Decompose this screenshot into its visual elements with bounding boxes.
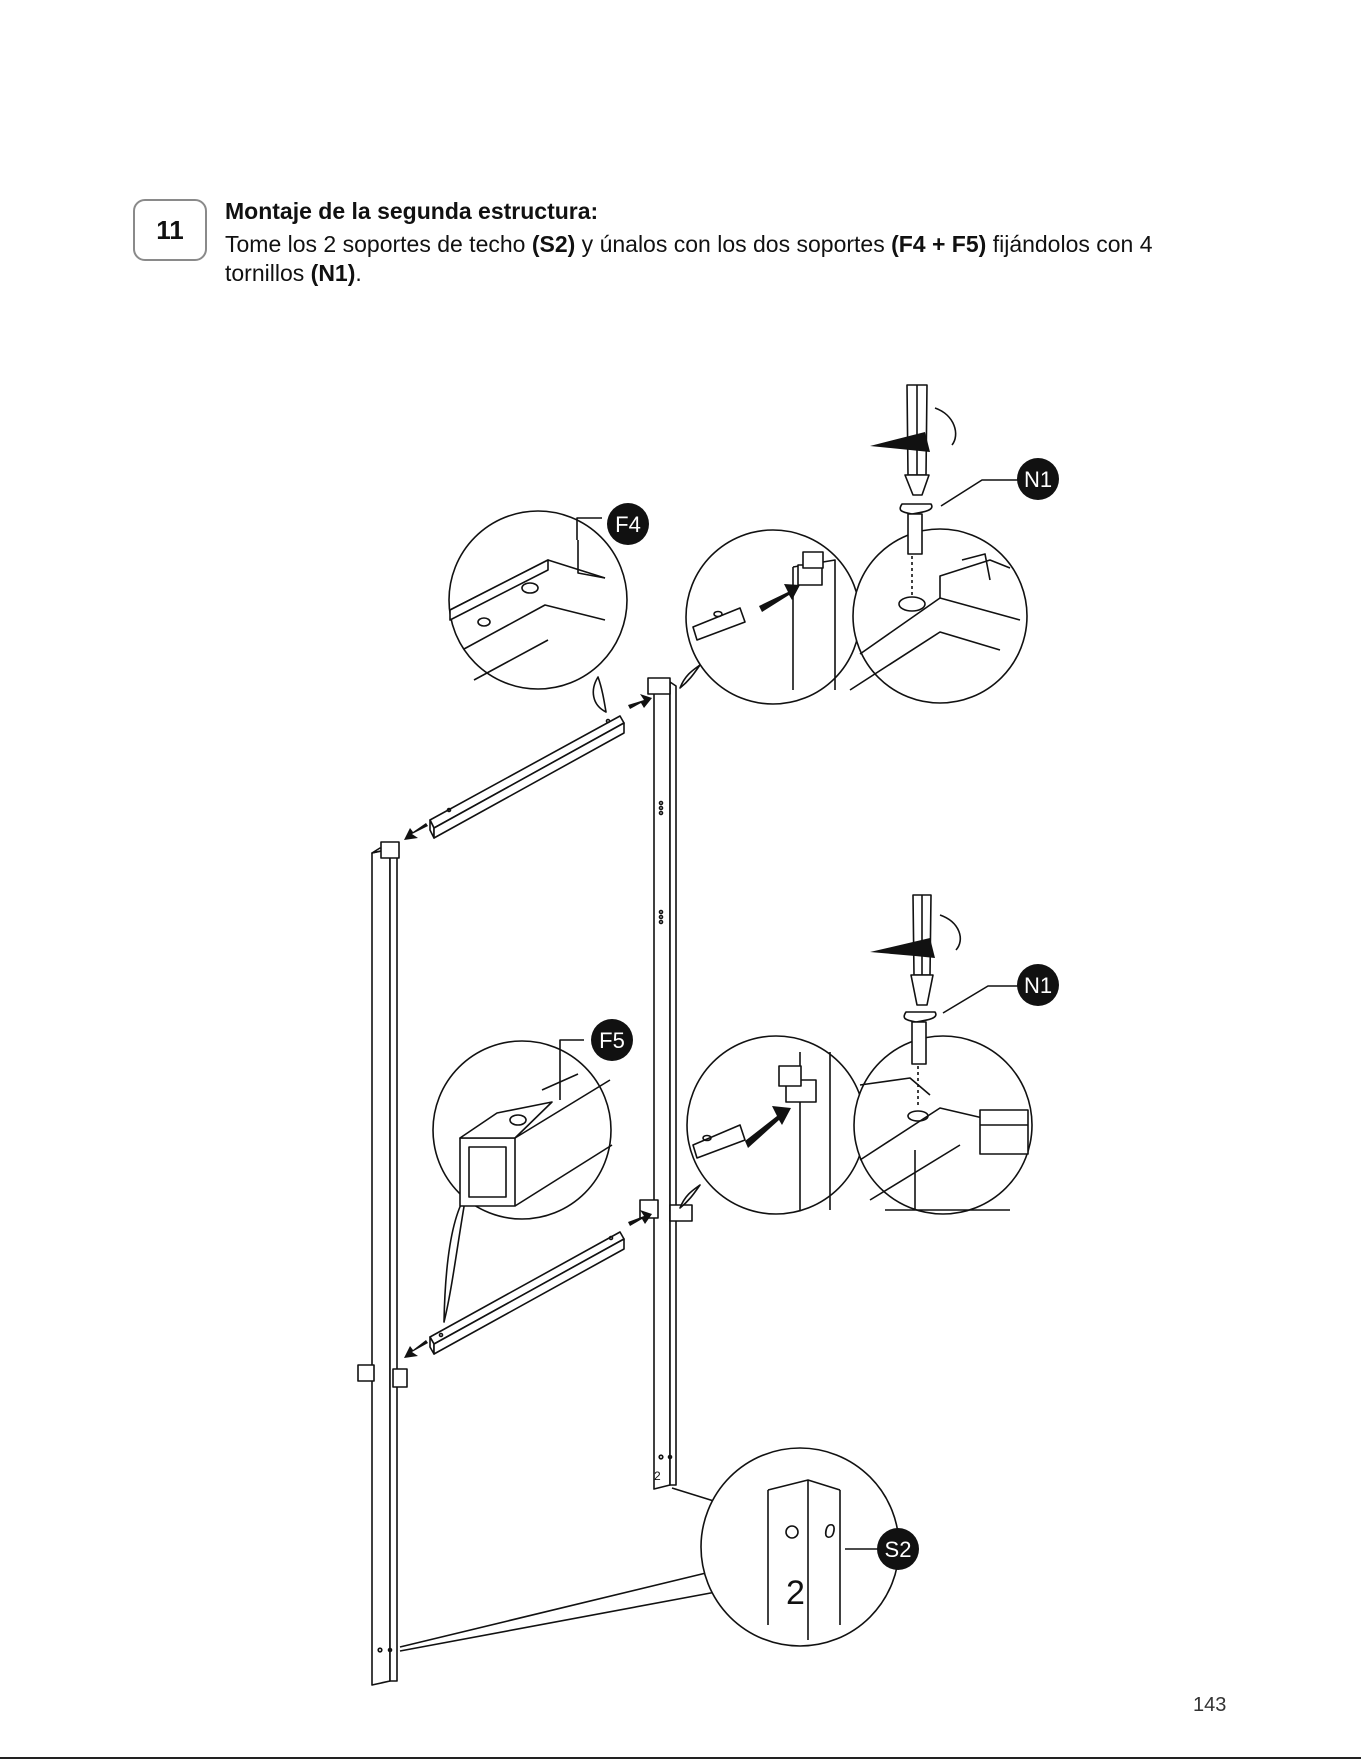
label-n1-top: N1 xyxy=(1024,467,1052,492)
detail-bubble-n1-bottom xyxy=(854,1036,1032,1214)
detail-bubble-f4 xyxy=(449,511,627,712)
upper-crossbar-f4 xyxy=(430,716,624,838)
right-post: 2 xyxy=(640,678,692,1489)
label-f4: F4 xyxy=(615,512,641,537)
detail-bubble-mid-connector xyxy=(680,1036,865,1214)
detail-bubble-s2: 2 0 xyxy=(400,1448,899,1651)
left-post xyxy=(358,842,407,1685)
label-n1-bottom: N1 xyxy=(1024,973,1052,998)
detail-bubble-f5 xyxy=(433,1040,612,1322)
bottom-rule xyxy=(0,1757,1361,1759)
detail-mark-2: 2 xyxy=(786,1574,805,1612)
post-mark-2: 2 xyxy=(654,1469,661,1483)
label-f5: F5 xyxy=(599,1028,625,1053)
lower-crossbar-f5 xyxy=(430,1232,624,1354)
detail-mark-0: 0 xyxy=(824,1521,835,1543)
page-number: 143 xyxy=(1193,1694,1226,1717)
detail-bubble-top-connector xyxy=(680,530,860,704)
label-s2: S2 xyxy=(885,1537,912,1562)
detail-bubble-n1-top xyxy=(850,529,1027,703)
